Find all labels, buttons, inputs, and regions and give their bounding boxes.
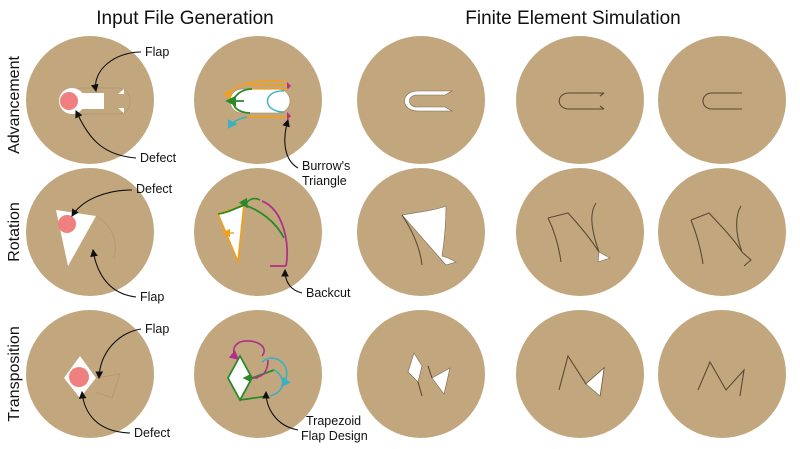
annotation-adv-defect: Defect [140, 151, 177, 165]
advancement-defect-circle [60, 92, 78, 110]
advancement-input-disk [26, 36, 154, 164]
leader-trans-flap [95, 328, 142, 380]
advancement-sim-3 [658, 36, 786, 164]
transposition-defect-circle [69, 367, 89, 387]
annotation-trapezoid-2: Flap Design [301, 429, 368, 443]
leader-adv-defect [75, 110, 137, 159]
annotation-burrows-1: Burrow's [302, 159, 350, 173]
leader-rot-flap [90, 248, 137, 298]
leader-trans-defect [78, 390, 131, 434]
annotation-rot-flap: Flap [140, 290, 164, 304]
rotation-sim-2 [516, 168, 644, 296]
transposition-input-disk [26, 310, 154, 438]
transposition-sim-3 [658, 310, 786, 438]
transposition-design-disk [194, 310, 322, 438]
header-input-file-generation: Input File Generation [96, 8, 273, 29]
annotation-adv-flap: Flap [145, 45, 169, 59]
rotation-defect-circle [58, 215, 76, 233]
header-finite-element-simulation: Finite Element Simulation [465, 8, 680, 29]
leader-trapezoid-flap-design [262, 390, 299, 431]
leader-rot-defect [71, 189, 133, 217]
row-label-rotation: Rotation [6, 202, 23, 262]
transposition-sim-1 [357, 310, 485, 438]
rotation-sim-3 [658, 168, 786, 296]
annotation-trans-defect: Defect [134, 426, 171, 440]
row-label-transposition: Transposition [6, 326, 23, 421]
rotation-input-disk [26, 168, 154, 296]
annotation-trapezoid-1: Trapezoid [306, 414, 361, 428]
leader-adv-flap [90, 51, 142, 93]
advancement-sim-1 [357, 36, 485, 164]
rotation-sim-1 [357, 168, 485, 296]
annotation-rot-defect: Defect [136, 182, 173, 196]
leader-backcut [281, 268, 303, 294]
annotation-burrows-2: Triangle [302, 174, 347, 188]
rotation-design-disk [194, 168, 322, 296]
row-label-advancement: Advancement [6, 56, 23, 154]
advancement-sim-2 [516, 36, 644, 164]
annotation-backcut: Backcut [306, 286, 351, 300]
transposition-sim-2 [516, 310, 644, 438]
advancement-design-disk [194, 36, 322, 164]
annotation-trans-flap: Flap [145, 322, 169, 336]
leader-burrows-triangle [282, 118, 299, 169]
